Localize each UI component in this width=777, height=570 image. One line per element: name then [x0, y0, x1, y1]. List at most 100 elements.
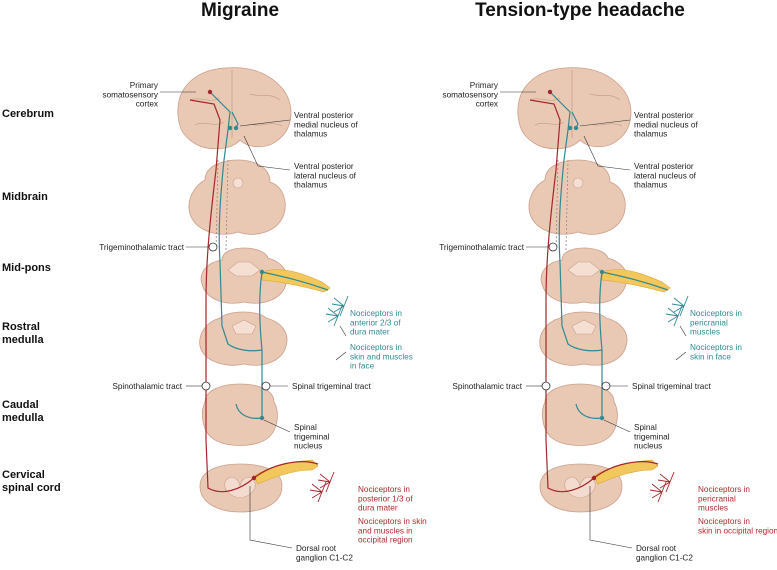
label-primary-somatosensory-cortex-line-3: cortex: [136, 100, 158, 109]
label-spinal-trigeminal-nucleus-line-2: trigeminal: [294, 432, 330, 441]
leader-vpl: [583, 135, 631, 171]
dotted-tracts: [555, 159, 569, 251]
label-dorsal-root-ganglion-line-1: Dorsal root: [296, 544, 337, 553]
label-nociceptors-d-line-2: and muscles in: [358, 526, 413, 535]
nociceptor-ending-face-2: [665, 305, 683, 327]
neuron-node-4: [259, 269, 265, 275]
label-vpm-thalamus-line-1: Ventral posterior: [294, 111, 354, 120]
label-vpm-thalamus-line-2: medial nucleus of: [294, 120, 358, 129]
neuron-node-5: [599, 415, 605, 421]
trigeminal-pathway: [209, 91, 329, 352]
fourth-ventricle-pons: [227, 261, 261, 277]
neuron-node-6: [251, 475, 257, 481]
level-label-cervical-spinal-cord-line-1: Cervical: [2, 469, 45, 481]
label-spinal-trigeminal-nucleus-line-1: Spinal: [294, 423, 317, 432]
label-nociceptors-c-line-3: dura mater: [358, 504, 398, 513]
label-spinal-trigeminal-tract: Spinal trigeminal tract: [292, 382, 371, 391]
dotted-tracts: [215, 159, 229, 251]
label-spinal-trigeminal-nucleus-line-3: nucleus: [634, 442, 662, 451]
leader-spinal-trigeminal-nucleus: [603, 419, 631, 433]
midbrain-aqueduct: [572, 177, 584, 189]
label-trigeminothalamic-tract: Trigeminothalamic tract: [439, 243, 525, 252]
label-nociceptors-d-line-1: Nociceptors in skin: [358, 517, 427, 526]
label-vpl-thalamus-line-3: thalamus: [294, 181, 327, 190]
spinothalamic-pathway: [189, 99, 319, 493]
rostral-medulla-shape: [539, 311, 628, 366]
level-label-mid-pons-line-1: Mid-pons: [2, 262, 51, 274]
caudal-medulla-shape: [201, 383, 278, 446]
spinal-trigeminal-tract-marker: [261, 381, 271, 391]
neuron-node-1: [207, 89, 213, 95]
level-label-caudal-medulla-line-1: Caudal: [2, 399, 39, 411]
label-nociceptors-a-line-1: Nociceptors in: [690, 309, 742, 318]
level-label-cervical-spinal-cord-line-2: spinal cord: [2, 482, 61, 494]
label-spinothalamic-tract: Spinothalamic tract: [452, 382, 522, 391]
label-nociceptors-c-line-1: Nociceptors in: [358, 485, 410, 494]
label-nociceptors-c-line-2: pericranial: [698, 494, 736, 503]
nociceptor-ending-occipital-2: [649, 481, 667, 503]
level-label-cerebrum-line-1: Cerebrum: [2, 108, 54, 120]
trigeminothalamic-marker: [548, 242, 558, 252]
leader-noci-b: [335, 351, 347, 361]
trigeminothalamic-marker: [208, 242, 218, 252]
leader-vpl: [243, 135, 291, 171]
label-nociceptors-a-line-3: muscles: [690, 328, 720, 337]
panel-title: Migraine: [201, 0, 279, 21]
label-trigeminothalamic-tract: Trigeminothalamic tract: [99, 243, 185, 252]
nociceptor-ending-occipital-2: [309, 481, 327, 503]
label-nociceptors-b-line-2: skin and muscles: [350, 352, 413, 361]
leader-noci-b: [675, 351, 687, 361]
label-nociceptors-a-line-3: dura mater: [350, 328, 390, 337]
label-nociceptors-c-line-3: muscles: [698, 504, 728, 513]
panel-tension-type: Tension-type headachePrimarysomatosensor…: [439, 0, 777, 562]
fourth-ventricle-pons: [567, 261, 601, 277]
label-nociceptors-d-line-3: occipital region: [358, 536, 413, 545]
leader-noci-a: [339, 325, 347, 337]
label-nociceptors-d-line-1: Nociceptors in: [698, 517, 750, 526]
trigeminal-pathway: [549, 91, 669, 352]
label-nociceptors-a-line-2: anterior 2/3 of: [350, 318, 401, 327]
level-label-rostral-medulla-line-1: Rostral: [2, 321, 40, 333]
neuron-node-4: [599, 269, 605, 275]
level-label-caudal-medulla-line-2: medulla: [2, 412, 44, 424]
caudal-medulla-shape: [541, 383, 618, 446]
label-vpl-thalamus-line-1: Ventral posterior: [294, 162, 354, 171]
label-nociceptors-b-line-3: in face: [350, 362, 375, 371]
label-primary-somatosensory-cortex-line-2: somatosensory: [442, 90, 498, 99]
cerebrum-gyri: [529, 93, 623, 127]
cerebrum-gyri: [189, 93, 283, 127]
label-spinal-trigeminal-nucleus-line-3: nucleus: [294, 442, 322, 451]
label-dorsal-root-ganglion-line-2: ganglion C1-C2: [636, 553, 693, 562]
midbrain-aqueduct: [232, 177, 244, 189]
label-nociceptors-b-line-1: Nociceptors in: [350, 343, 402, 352]
label-spinothalamic-tract: Spinothalamic tract: [112, 382, 182, 391]
leader-spinal-trigeminal-nucleus: [263, 419, 291, 433]
leader-vpm: [239, 119, 291, 127]
spinal-trigeminal-tract-marker: [601, 381, 611, 391]
label-nociceptors-d-line-2: skin in occipital region: [698, 526, 777, 535]
level-label-midbrain-line-1: Midbrain: [2, 191, 48, 203]
label-primary-somatosensory-cortex-line-2: somatosensory: [102, 90, 158, 99]
label-vpl-thalamus-line-2: lateral nucleus of: [294, 171, 357, 180]
label-nociceptors-b-line-2: skin in face: [690, 352, 731, 361]
nociceptor-ending-face-2: [325, 305, 343, 327]
label-primary-somatosensory-cortex-line-1: Primary: [470, 81, 499, 90]
leader-vpm: [579, 119, 631, 127]
leader-dorsal-root: [249, 486, 293, 549]
nociceptor-ending-face-1: [671, 295, 689, 317]
label-dorsal-root-ganglion-line-2: ganglion C1-C2: [296, 553, 353, 562]
neuron-node-5: [259, 415, 265, 421]
spinothalamic-marker: [541, 381, 551, 391]
neuron-node-2: [567, 125, 573, 131]
label-vpl-thalamus-line-2: lateral nucleus of: [634, 171, 697, 180]
neuron-node-2: [227, 125, 233, 131]
label-vpl-thalamus-line-1: Ventral posterior: [634, 162, 694, 171]
label-primary-somatosensory-cortex-line-1: Primary: [130, 81, 159, 90]
panel-title: Tension-type headache: [475, 0, 685, 21]
spinothalamic-marker: [201, 381, 211, 391]
neuron-node-3: [233, 125, 239, 131]
nociceptor-ending-face-1: [331, 295, 349, 317]
label-primary-somatosensory-cortex-line-3: cortex: [476, 100, 498, 109]
label-dorsal-root-ganglion-line-1: Dorsal root: [636, 544, 677, 553]
